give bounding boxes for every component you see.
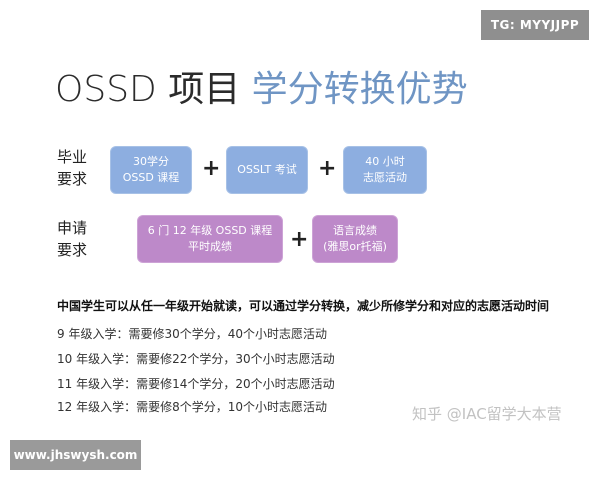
box-osslt: OSSLT 考试 [226, 146, 308, 194]
plus-sign: + [318, 156, 337, 181]
grade-11-entry: 11 年级入学：需要修14个学分，20个小时志愿活动 [57, 377, 335, 391]
grade-12-entry: 12 年级入学：需要修8个学分，10个小时志愿活动 [57, 400, 327, 414]
box-language-score: 语言成绩 (雅思or托福) [312, 215, 398, 263]
grade-9-entry: 9 年级入学：需要修30个学分，40个小时志愿活动 [57, 327, 327, 341]
title-ossd: OSSD 项目 [55, 69, 241, 110]
credit-transfer-note: 中国学生可以从任一年级开始就读，可以通过学分转换，减少所修学分和对应的志愿活动时… [57, 299, 550, 313]
graduation-label: 毕业 要求 [57, 146, 97, 190]
box-language-score-line2: (雅思or托福) [323, 240, 387, 253]
application-label-line2: 要求 [57, 241, 88, 259]
graduation-label-line1: 毕业 [57, 148, 88, 166]
zhihu-watermark: 知乎 @IAC留学大本营 [412, 405, 562, 423]
box-language-score-line1: 语言成绩 [333, 224, 377, 237]
application-label-line1: 申请 [57, 219, 88, 237]
box-grade12-courses-line1: 6 门 12 年级 OSSD 课程 [147, 224, 273, 237]
watermark-website: www.jhswysh.com [10, 440, 141, 470]
plus-sign: + [202, 156, 221, 181]
watermark-tg: TG: MYYJJPP [481, 10, 589, 40]
graduation-label-line2: 要求 [57, 170, 88, 188]
box-grade12-courses: 6 门 12 年级 OSSD 课程 平时成绩 [137, 215, 283, 263]
box-30-credits: 30学分 OSSD 课程 [110, 146, 192, 194]
box-30-credits-line1: 30学分 [133, 155, 169, 168]
plus-sign: + [290, 227, 309, 252]
box-30-credits-line2: OSSD 课程 [122, 171, 180, 184]
title-advantage: 学分转换优势 [251, 69, 468, 110]
box-volunteer: 40 小时 志愿活动 [343, 146, 427, 194]
box-grade12-courses-line2: 平时成绩 [188, 240, 232, 253]
box-volunteer-line2: 志愿活动 [363, 171, 407, 184]
page-title: OSSD 项目 学分转换优势 [55, 68, 468, 112]
application-label: 申请 要求 [57, 217, 97, 261]
grade-10-entry: 10 年级入学：需要修22个学分，30个小时志愿活动 [57, 352, 335, 366]
box-volunteer-line1: 40 小时 [365, 155, 405, 168]
box-osslt-line1: OSSLT 考试 [237, 163, 297, 176]
